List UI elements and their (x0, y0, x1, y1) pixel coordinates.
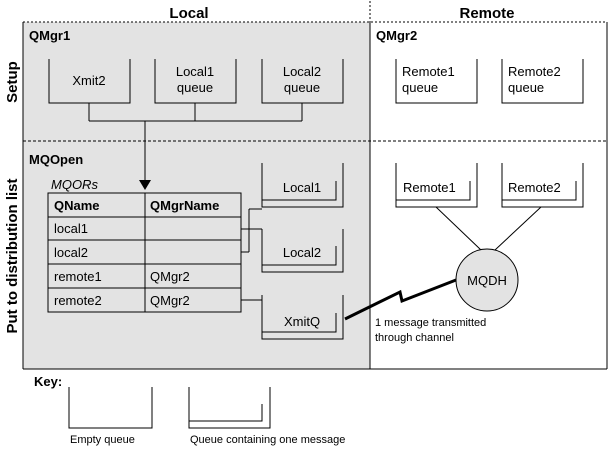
put-queue-local1: Local1 (261, 163, 344, 208)
channel-note-2: through channel (375, 332, 454, 344)
row-label-put: Put to distribution list (4, 179, 21, 334)
svg-text:QMgr2: QMgr2 (150, 293, 190, 308)
setup-queue-remote2: Remote2 queue (501, 59, 584, 104)
svg-text:XmitQ: XmitQ (284, 314, 320, 329)
svg-text:Local2: Local2 (283, 245, 321, 260)
qmgr1-label: QMgr1 (29, 28, 70, 43)
svg-text:queue: queue (402, 80, 438, 95)
qmgr2-label: QMgr2 (376, 28, 417, 43)
header-remote: Remote (459, 5, 514, 22)
local-region (23, 22, 370, 369)
mqors-label: MQORs (51, 177, 98, 192)
svg-text:remote1: remote1 (54, 269, 102, 284)
table-row: local1 (54, 221, 88, 236)
svg-text:queue: queue (177, 80, 213, 95)
mqors-table: QName QMgrName local1 local2 remote1 QMg… (47, 192, 242, 313)
xmit2-label: Xmit2 (72, 73, 105, 88)
row-label-setup: Setup (4, 61, 21, 103)
header-local: Local (169, 5, 208, 22)
svg-text:QMgr2: QMgr2 (150, 269, 190, 284)
table-header-qmgrname: QMgrName (150, 198, 219, 213)
arrow-head-icon (139, 180, 151, 190)
svg-text:Local1: Local1 (176, 64, 214, 79)
svg-text:local1: local1 (54, 221, 88, 236)
mqdh-connector-remote1 (435, 206, 482, 251)
svg-text:Remote1: Remote1 (402, 64, 455, 79)
table-row: remote2 QMgr2 (54, 293, 190, 308)
table-header-qname: QName (54, 198, 100, 213)
setup-queue-local1: Local1 queue (154, 59, 237, 104)
svg-text:Local2: Local2 (283, 64, 321, 79)
svg-text:remote2: remote2 (54, 293, 102, 308)
key-one-label: Queue containing one message (190, 434, 345, 446)
svg-text:MQDH: MQDH (467, 273, 507, 288)
svg-text:Local1: Local1 (283, 180, 321, 195)
svg-text:queue: queue (284, 80, 320, 95)
table-row: remote1 QMgr2 (54, 269, 190, 284)
key-empty-label: Empty queue (70, 434, 135, 446)
put-queue-xmitq: XmitQ (261, 295, 344, 340)
svg-text:queue: queue (508, 80, 544, 95)
setup-queue-remote1: Remote1 queue (395, 59, 478, 104)
put-queue-local2: Local2 (261, 229, 344, 273)
svg-text:Remote2: Remote2 (508, 180, 561, 195)
put-queue-remote1: Remote1 (395, 163, 478, 208)
svg-text:local2: local2 (54, 245, 88, 260)
channel-line (344, 278, 457, 321)
key-title: Key: (34, 374, 62, 389)
key-one-message-queue: Queue containing one message (188, 387, 345, 446)
table-connectors (241, 208, 262, 301)
mqdh-connector-remote2 (494, 206, 542, 251)
svg-text:Remote2: Remote2 (508, 64, 561, 79)
key-empty-queue: Empty queue (68, 387, 153, 446)
mqdh-node: MQDH (455, 248, 519, 312)
put-queue-remote2: Remote2 (501, 163, 584, 208)
channel-note-1: 1 message transmitted (375, 317, 486, 329)
setup-connector (88, 103, 303, 180)
svg-text:Remote1: Remote1 (403, 180, 456, 195)
mqopen-label: MQOpen (29, 152, 83, 167)
table-row: local2 (54, 245, 88, 260)
